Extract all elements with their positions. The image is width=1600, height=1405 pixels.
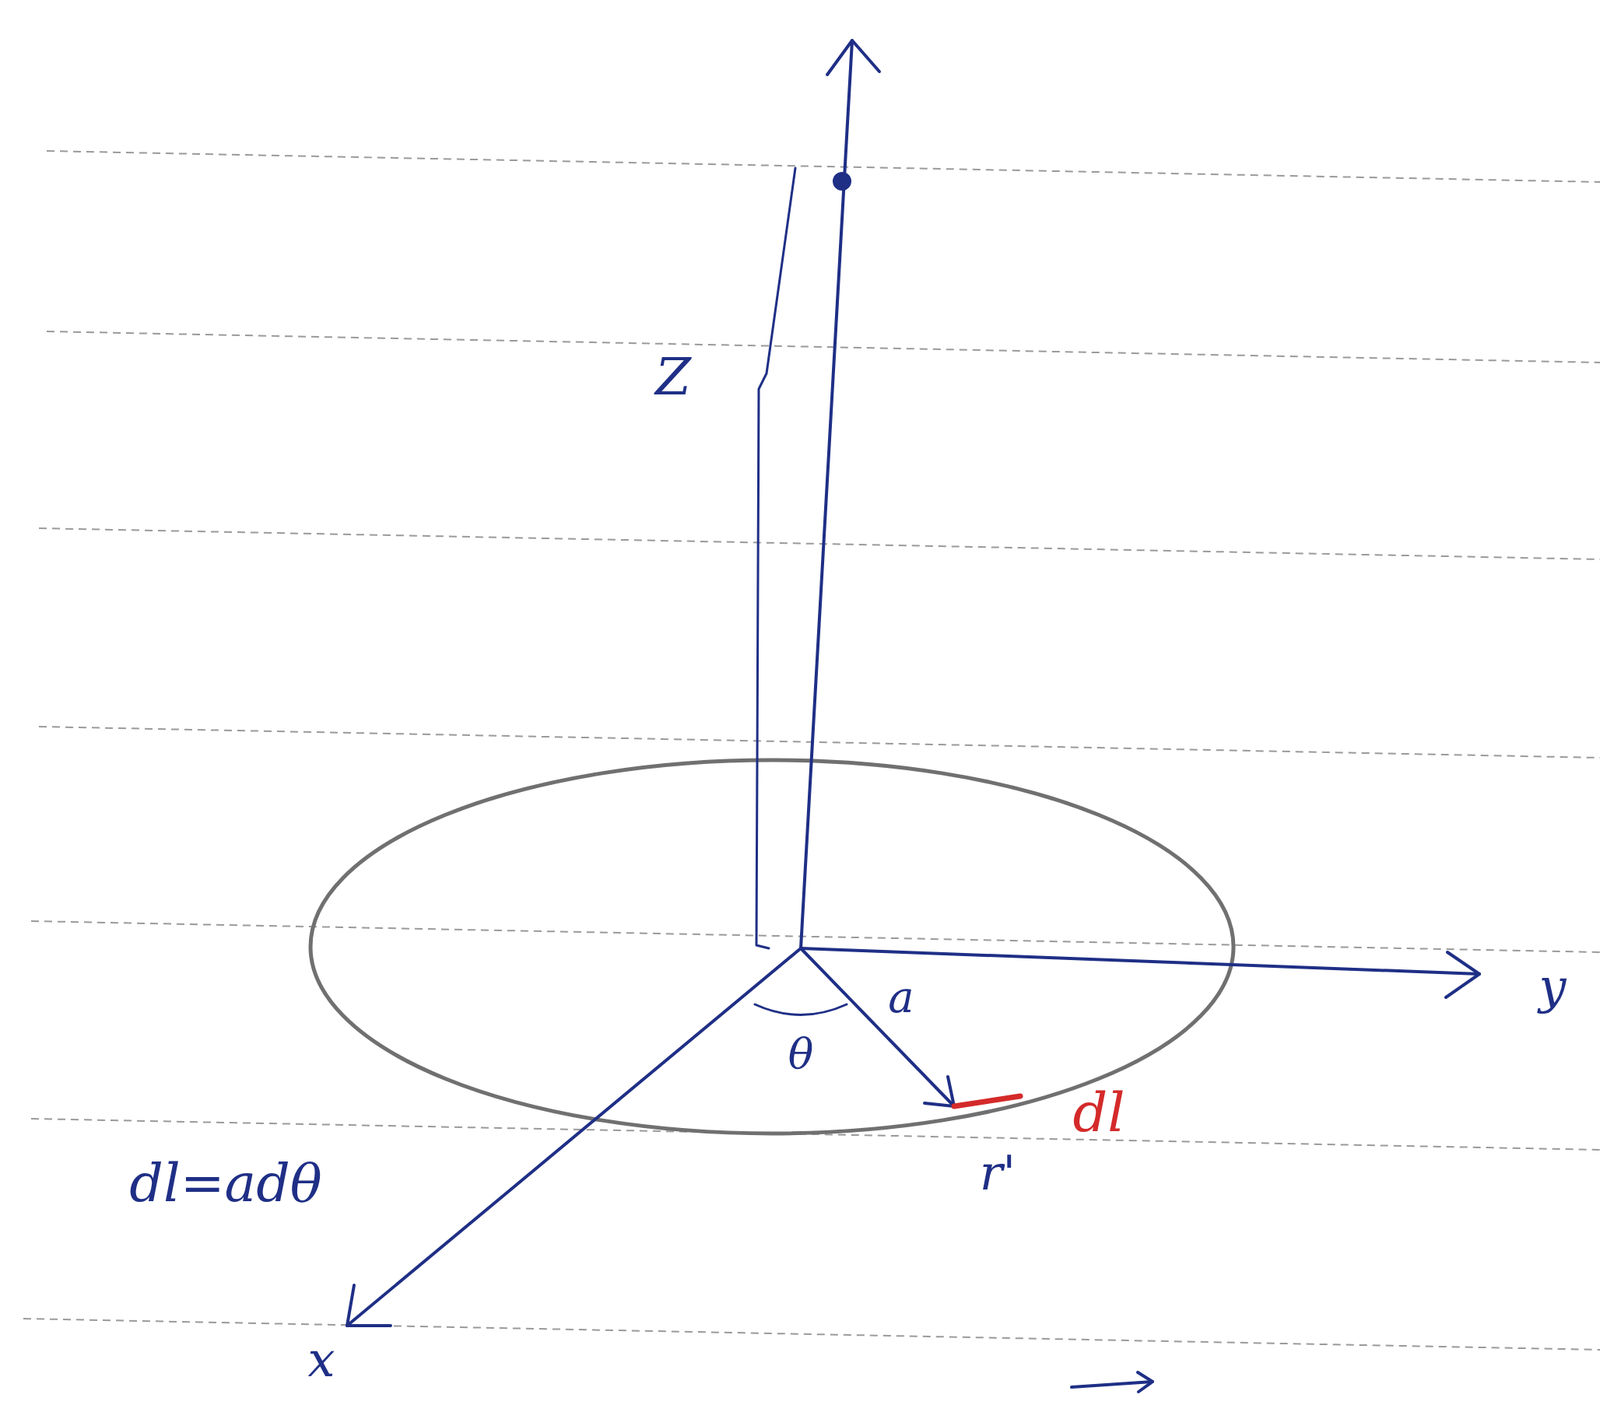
arrowhead — [1137, 1372, 1153, 1393]
x-axis — [347, 948, 801, 1327]
ruled-line — [23, 1319, 1600, 1351]
ruled-line — [38, 528, 1600, 560]
line-element — [954, 1096, 1021, 1107]
ruled-line — [46, 150, 1600, 183]
arrowhead — [827, 40, 880, 75]
formula-label: dl=adθ — [126, 1155, 325, 1212]
vector-arrow — [1071, 1382, 1153, 1388]
y-axis — [800, 948, 1480, 975]
arrowhead — [924, 1077, 955, 1107]
axis-label: Z — [652, 350, 695, 405]
height-bracket — [756, 168, 796, 949]
axis-label: x — [305, 1334, 339, 1386]
radius-vector — [800, 948, 955, 1107]
arrowhead — [1445, 952, 1480, 998]
radius-label: a — [884, 974, 917, 1022]
angle-label: θ — [785, 1031, 818, 1078]
vector-label: r' — [976, 1147, 1020, 1200]
z-axis — [800, 40, 853, 949]
element-label: dl — [1069, 1084, 1128, 1142]
ruled-line — [38, 726, 1600, 758]
field-point — [834, 173, 850, 190]
arrowhead — [347, 1285, 391, 1327]
angle-arc — [754, 1004, 847, 1016]
current-ring — [310, 760, 1234, 1134]
ruled-line — [46, 331, 1600, 363]
axis-label: y — [1535, 961, 1569, 1013]
